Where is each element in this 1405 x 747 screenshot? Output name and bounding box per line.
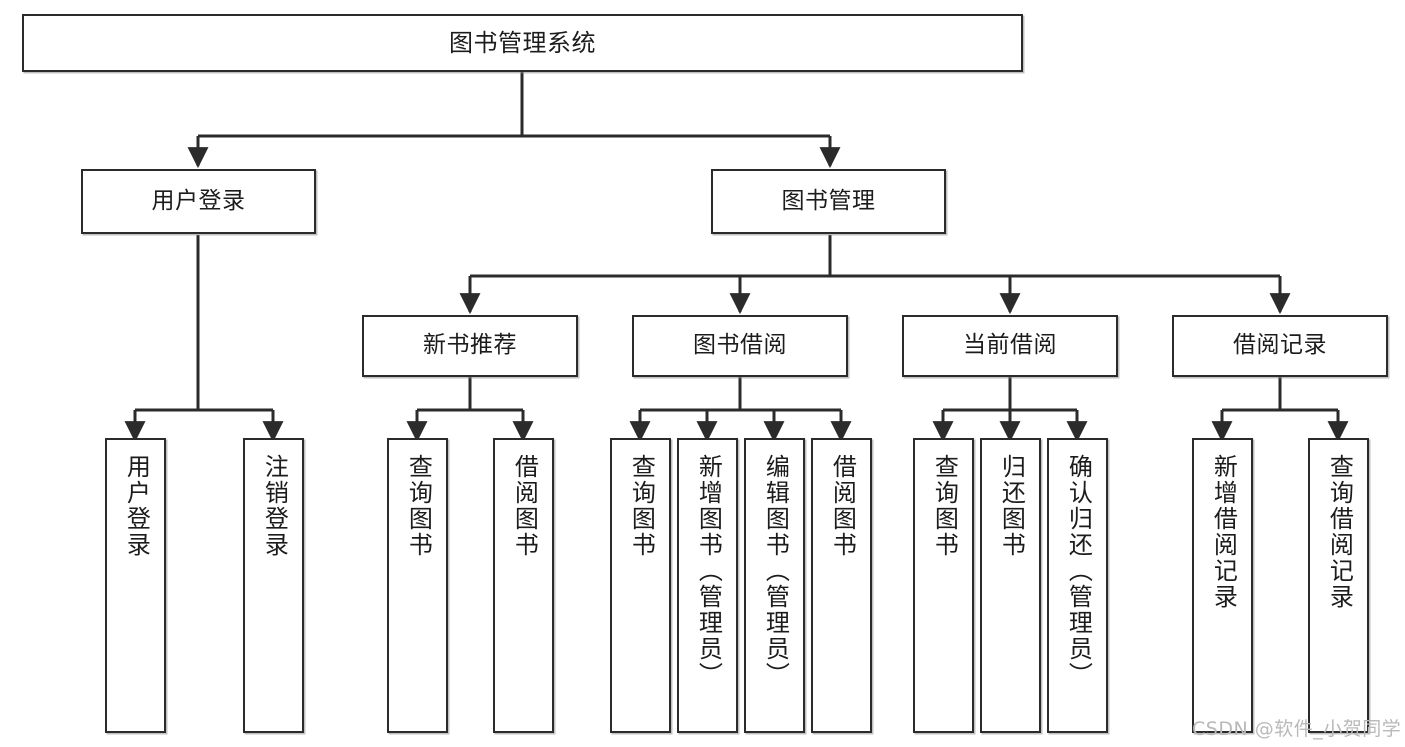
- leaf-add-book-admin[interactable]: 新增图书（管理员）: [677, 438, 738, 733]
- leaf-edit-book-admin[interactable]: 编辑图书（管理员）: [744, 438, 805, 733]
- leaf-return-book[interactable]: 归还图书: [980, 438, 1041, 733]
- leaf-query-borrow-record[interactable]: 查询借阅记录: [1308, 438, 1369, 733]
- leaf-query-book-borrow[interactable]: 查询图书: [610, 438, 671, 733]
- node-label: 图书借阅: [693, 332, 787, 359]
- node-user-login[interactable]: 用户登录: [81, 169, 316, 234]
- leaf-user-login[interactable]: 用户登录: [105, 438, 166, 733]
- node-label: 查询图书: [627, 454, 656, 558]
- node-root-book-management-system[interactable]: 图书管理系统: [22, 14, 1023, 72]
- node-label: 新增图书（管理员）: [694, 454, 723, 688]
- node-label: 图书管理系统: [449, 28, 596, 57]
- node-label: 查询借阅记录: [1325, 454, 1354, 610]
- node-label: 用户登录: [151, 187, 246, 214]
- node-label: 图书管理: [781, 187, 876, 214]
- node-book-management[interactable]: 图书管理: [711, 169, 946, 234]
- node-label: 编辑图书（管理员）: [761, 454, 790, 688]
- node-label: 注销登录: [260, 454, 289, 558]
- node-label: 用户登录: [122, 454, 151, 558]
- node-label: 归还图书: [997, 454, 1026, 558]
- node-label: 确认归还（管理员）: [1064, 454, 1093, 688]
- leaf-borrow-book[interactable]: 借阅图书: [811, 438, 872, 733]
- csdn-watermark: CSDN @软件_小贺同学: [1192, 718, 1402, 740]
- leaf-add-borrow-record[interactable]: 新增借阅记录: [1192, 438, 1253, 733]
- node-label: 当前借阅: [963, 332, 1057, 359]
- node-label: 查询图书: [404, 454, 433, 558]
- leaf-query-book-current[interactable]: 查询图书: [913, 438, 974, 733]
- leaf-query-book-recommend[interactable]: 查询图书: [387, 438, 448, 733]
- node-label: 借阅记录: [1233, 332, 1327, 359]
- node-borrow-record[interactable]: 借阅记录: [1172, 315, 1388, 377]
- node-current-borrow[interactable]: 当前借阅: [902, 315, 1118, 377]
- node-label: 新书推荐: [423, 332, 517, 359]
- leaf-logout[interactable]: 注销登录: [243, 438, 304, 733]
- leaf-confirm-return-admin[interactable]: 确认归还（管理员）: [1047, 438, 1108, 733]
- node-label: 借阅图书: [828, 454, 857, 558]
- node-label: 新增借阅记录: [1209, 454, 1238, 610]
- node-book-borrow[interactable]: 图书借阅: [632, 315, 848, 377]
- node-label: 借阅图书: [510, 454, 539, 558]
- node-label: 查询图书: [930, 454, 959, 558]
- leaf-borrow-book-recommend[interactable]: 借阅图书: [493, 438, 554, 733]
- node-new-book-recommend[interactable]: 新书推荐: [362, 315, 578, 377]
